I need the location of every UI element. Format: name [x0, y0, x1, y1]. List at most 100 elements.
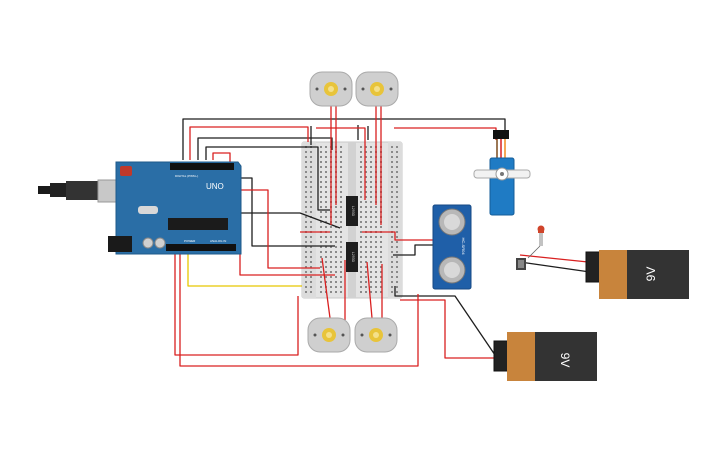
- breadboard-hole: [396, 181, 398, 183]
- breadboard-hole: [396, 231, 398, 233]
- breadboard-hole: [375, 246, 377, 248]
- breadboard-hole: [391, 286, 393, 288]
- breadboard-hole: [325, 156, 327, 158]
- breadboard-hole: [365, 176, 367, 178]
- battery-9v-bottom[interactable]: 9V: [493, 332, 597, 381]
- breadboard-hole: [330, 266, 332, 268]
- breadboard-hole: [310, 281, 312, 283]
- breadboard-hole: [325, 196, 327, 198]
- breadboard-hole: [305, 156, 307, 158]
- breadboard-hole: [325, 251, 327, 253]
- breadboard-hole: [365, 226, 367, 228]
- reset-button[interactable]: [120, 166, 132, 176]
- arduino-uno-board[interactable]: UNO DIGITAL (PWM~) POWER ANALOG IN: [108, 161, 242, 255]
- breadboard-hole: [310, 206, 312, 208]
- breadboard-hole: [305, 201, 307, 203]
- breadboard-hole: [310, 266, 312, 268]
- breadboard-hole: [320, 171, 322, 173]
- breadboard-hole: [396, 216, 398, 218]
- breadboard-hole: [365, 236, 367, 238]
- breadboard-hole: [360, 271, 362, 273]
- breadboard-hole: [370, 286, 372, 288]
- breadboard-hole: [335, 266, 337, 268]
- wire-red: [321, 257, 331, 319]
- breadboard-hole: [320, 156, 322, 158]
- breadboard-hole: [391, 171, 393, 173]
- ultrasonic-sensor[interactable]: HC-SR04: [432, 204, 472, 290]
- breadboard-hole: [335, 276, 337, 278]
- breadboard-hole: [340, 161, 342, 163]
- breadboard-hole: [375, 261, 377, 263]
- breadboard-hole: [325, 206, 327, 208]
- breadboard-hole: [391, 146, 393, 148]
- breadboard-hole: [325, 211, 327, 213]
- breadboard-hole: [365, 271, 367, 273]
- breadboard-hole: [396, 146, 398, 148]
- breadboard-hole: [375, 226, 377, 228]
- breadboard-hole: [325, 241, 327, 243]
- breadboard-hole: [391, 261, 393, 263]
- breadboard-hole: [370, 186, 372, 188]
- breadboard-hole: [375, 281, 377, 283]
- breadboard-hole: [340, 261, 342, 263]
- battery-9v-right[interactable]: 9V: [585, 250, 689, 299]
- breadboard-hole: [310, 161, 312, 163]
- breadboard-hole: [365, 251, 367, 253]
- breadboard-hole: [325, 216, 327, 218]
- wire-gray: [527, 245, 541, 259]
- breadboard-hole: [320, 196, 322, 198]
- breadboard-hole: [375, 271, 377, 273]
- push-button[interactable]: [516, 258, 526, 270]
- breadboard-hole: [380, 226, 382, 228]
- dc-motor-bottom-left[interactable]: [307, 317, 351, 353]
- breadboard-hole: [370, 216, 372, 218]
- breadboard-hole: [391, 226, 393, 228]
- power-analog-header: [166, 244, 236, 251]
- wire-black: [519, 261, 591, 273]
- servo-motor[interactable]: [473, 130, 531, 216]
- breadboard-hole: [305, 216, 307, 218]
- breadboard-hole: [305, 241, 307, 243]
- breadboard-hole: [380, 246, 382, 248]
- breadboard-hole: [335, 231, 337, 233]
- breadboard-hole: [375, 216, 377, 218]
- breadboard-hole: [305, 251, 307, 253]
- breadboard-hole: [325, 201, 327, 203]
- breadboard-hole: [330, 261, 332, 263]
- breadboard-hole: [365, 181, 367, 183]
- breadboard-hole: [335, 211, 337, 213]
- breadboard-hole: [310, 251, 312, 253]
- breadboard-hole: [391, 246, 393, 248]
- wire-yellow: [187, 252, 302, 287]
- breadboard-hole: [320, 201, 322, 203]
- breadboard-hole: [375, 276, 377, 278]
- breadboard-hole: [370, 171, 372, 173]
- breadboard-hole: [340, 276, 342, 278]
- breadboard-hole: [360, 196, 362, 198]
- breadboard-hole: [325, 226, 327, 228]
- breadboard-hole: [380, 281, 382, 283]
- breadboard-hole: [340, 201, 342, 203]
- breadboard-hole: [360, 206, 362, 208]
- breadboard-hole: [365, 171, 367, 173]
- breadboard-hole: [325, 161, 327, 163]
- breadboard-hole: [380, 291, 382, 293]
- breadboard-hole: [340, 191, 342, 193]
- breadboard-hole: [325, 166, 327, 168]
- breadboard-hole: [396, 151, 398, 153]
- motor-driver-ic-2[interactable]: L293D: [346, 242, 358, 272]
- motor-driver-ic-1[interactable]: L293D: [346, 196, 358, 226]
- breadboard-hole: [365, 201, 367, 203]
- breadboard-hole: [391, 181, 393, 183]
- breadboard-hole: [360, 266, 362, 268]
- dc-motor-bottom-right[interactable]: [354, 317, 398, 353]
- dc-motor-top-right[interactable]: [355, 71, 399, 107]
- breadboard-hole: [320, 236, 322, 238]
- wire-red: [189, 126, 309, 160]
- led[interactable]: [537, 225, 545, 247]
- wire-red: [362, 231, 435, 241]
- breadboard-hole: [360, 276, 362, 278]
- dc-motor-top-left[interactable]: [309, 71, 353, 107]
- breadboard-hole: [340, 291, 342, 293]
- breadboard-hole: [360, 251, 362, 253]
